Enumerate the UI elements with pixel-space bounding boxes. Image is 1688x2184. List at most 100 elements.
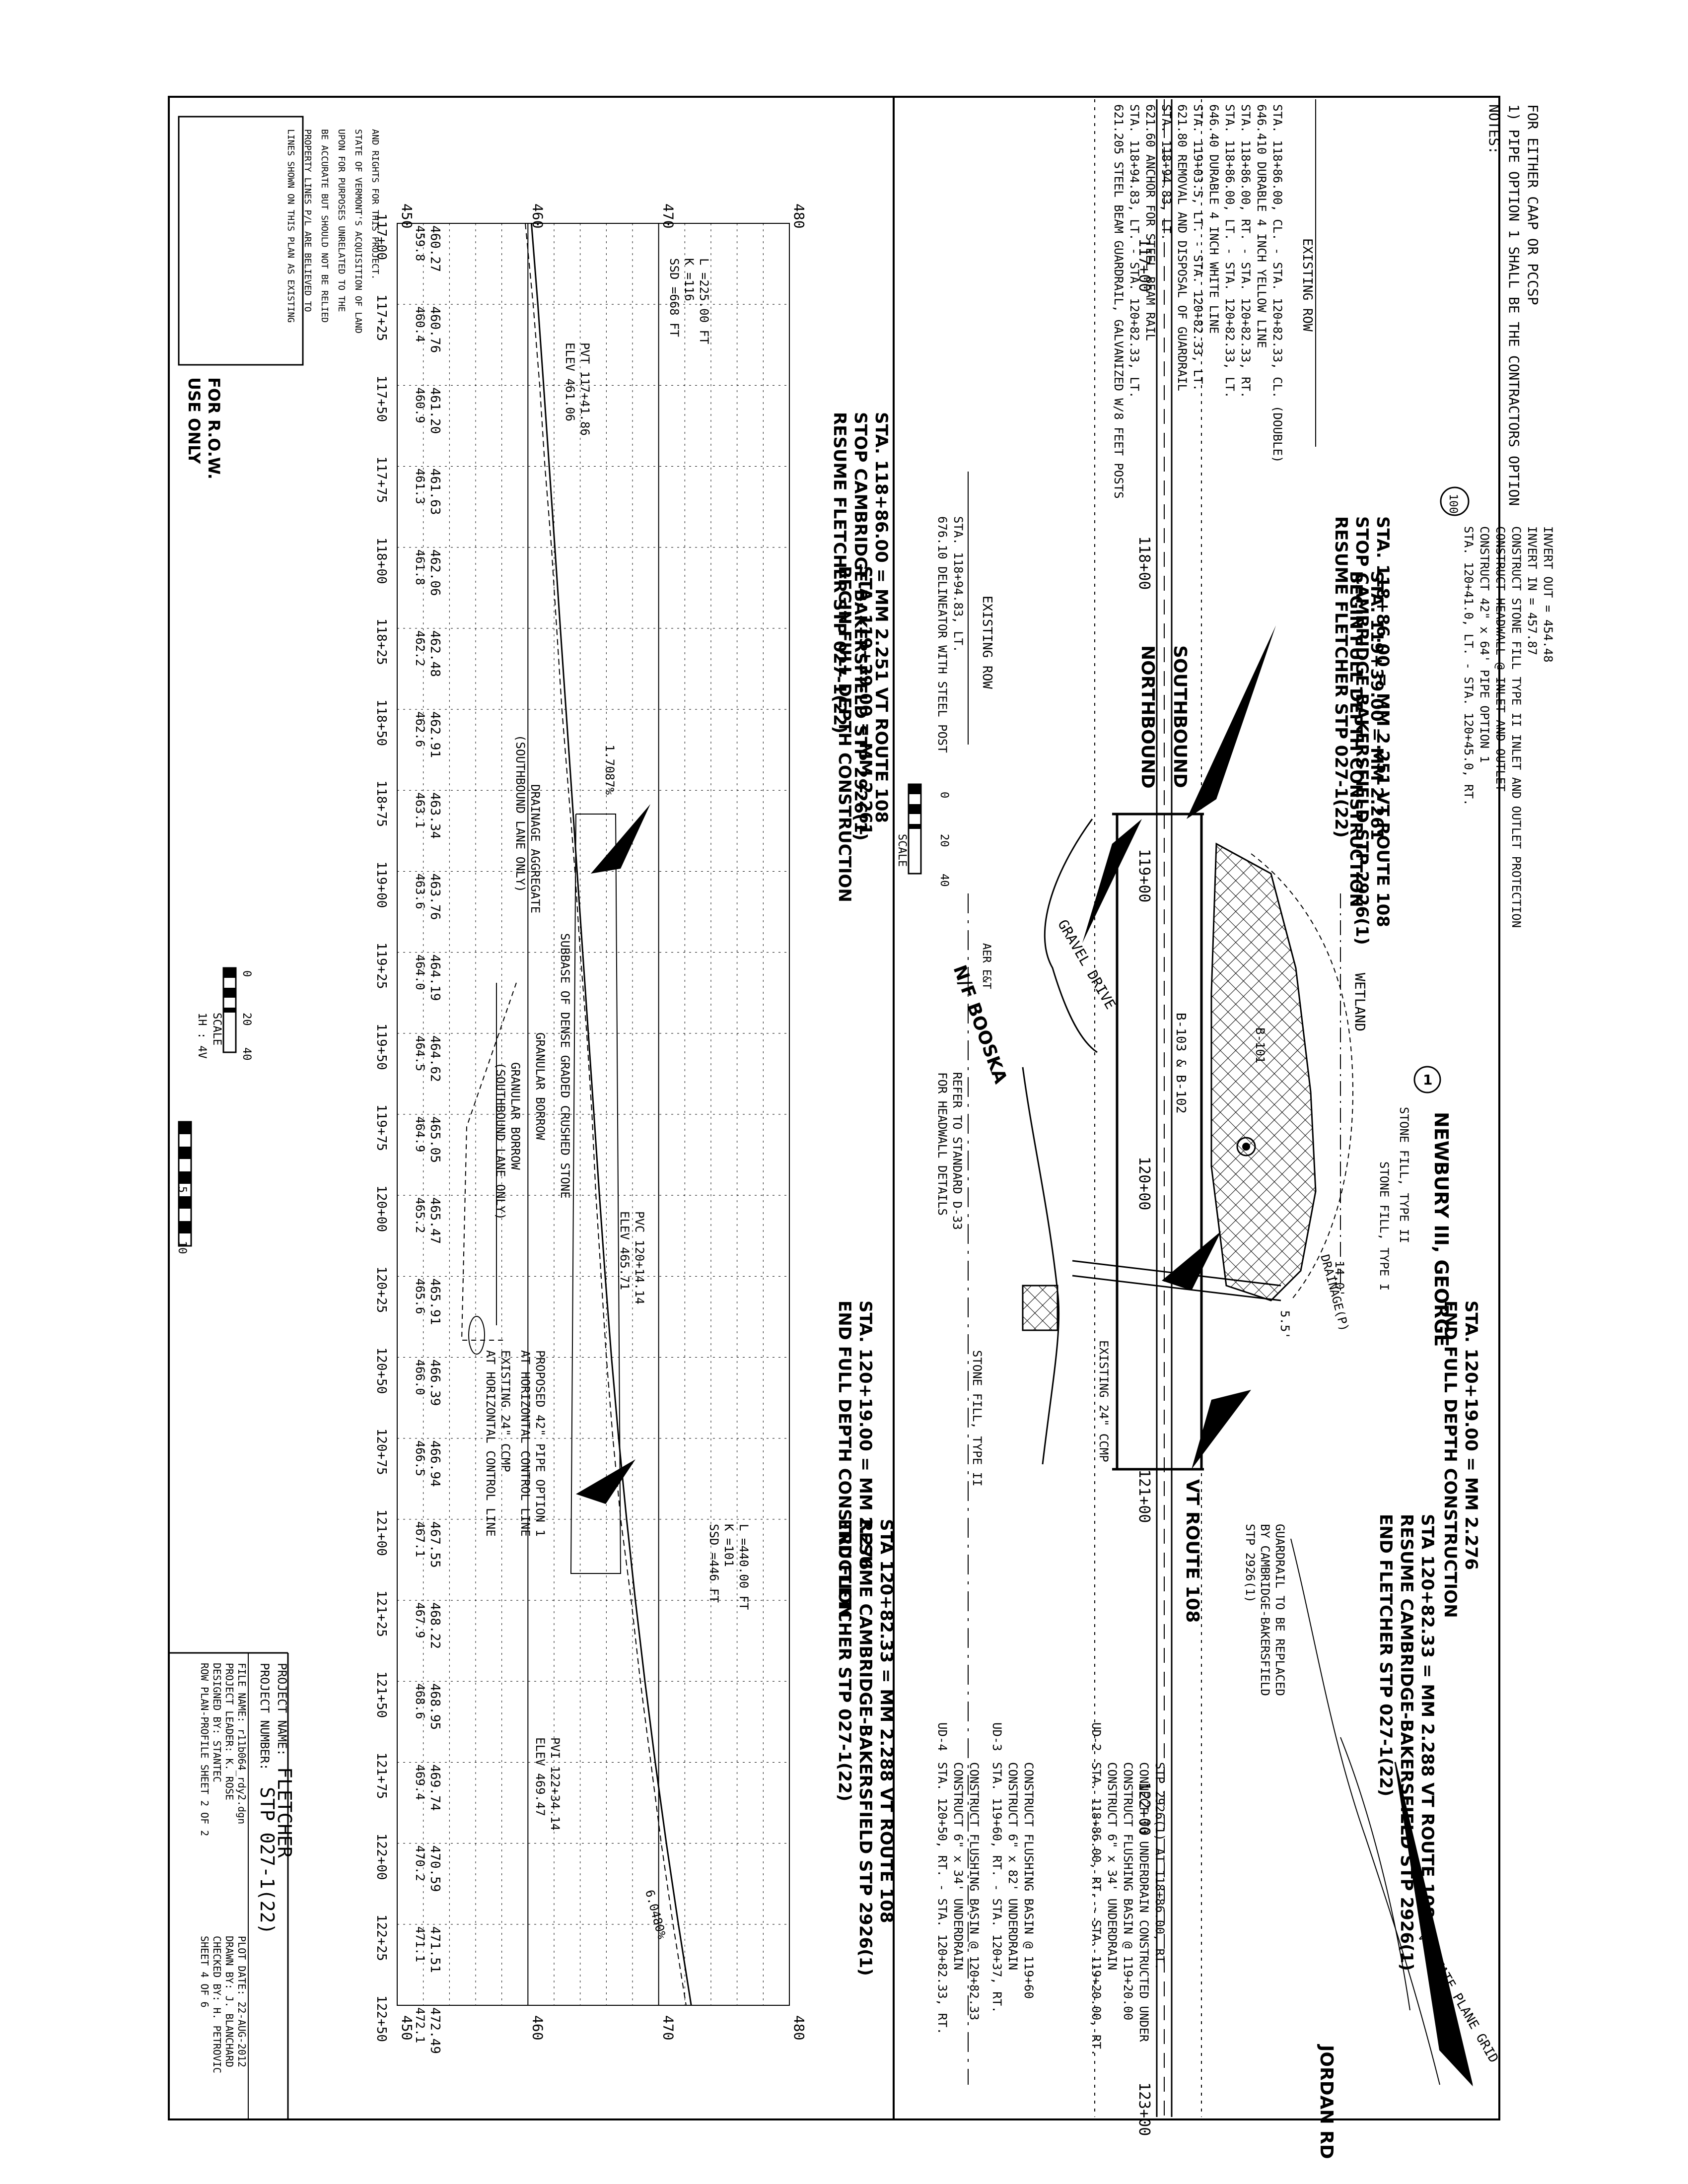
proposed-pipe-2: AT HORIZONTAL CONTROL LINE bbox=[518, 1350, 532, 1537]
ud2-line-3: CONNECT TO UNDERDRAIN CONSTRUCTED UNDER bbox=[1137, 1762, 1151, 2042]
begin-profile-2: STA. 119+39.00 = MM 2.261 bbox=[855, 566, 875, 835]
delineator-note: 676.10 DELINEATOR WITH STEEL POST STA. 1… bbox=[935, 516, 965, 753]
bridge-label: B-103 & B-102 bbox=[1173, 1013, 1188, 1114]
wetland-label: WETLAND bbox=[1352, 973, 1368, 1031]
resume-top-callout: RESUME FLETCHER STP 027-1(22) STOP CAMBR… bbox=[1331, 516, 1393, 945]
profile-station-label: 122+25 bbox=[374, 1914, 389, 1961]
existing-elevation-label: 464.9 bbox=[413, 1116, 427, 1152]
profile-axis-label: 470 bbox=[660, 2015, 677, 2041]
granular-1: GRANULAR BORROW bbox=[533, 1032, 547, 1140]
project-name-label: PROJECT NAME: bbox=[275, 1663, 289, 1756]
existing-elevation-label: 472.1 bbox=[413, 2007, 427, 2043]
pvt-2: ELEV 461.06 bbox=[563, 342, 577, 421]
pvc-2: ELEV 465.71 bbox=[618, 1211, 632, 1290]
drainage-agg-2: (SOUTHBOUND LANE ONLY) bbox=[513, 735, 527, 892]
existing-elevation-label: 467.9 bbox=[413, 1602, 427, 1638]
plan-scale-40: 40 bbox=[938, 874, 950, 887]
project-name: FLETCHER bbox=[274, 1767, 295, 1858]
title-block: PROJECT NAME: FLETCHER PROJECT NUMBER: S… bbox=[169, 1652, 295, 2119]
proposed-pipe-1: PROPOSED 42" PIPE OPTION 1 bbox=[533, 1350, 547, 1537]
plan-scale-label: SCALE bbox=[896, 834, 908, 867]
borehole-label: B-101 bbox=[1253, 1027, 1267, 1063]
pipe-note-2: CONSTRUCT 42" x 64' PIPE OPTION 1 bbox=[1477, 526, 1491, 763]
existing-elevation-label: 465.6 bbox=[413, 1278, 427, 1314]
dim-5: 5.5' bbox=[1278, 1310, 1292, 1339]
profile-station-label: 119+75 bbox=[374, 1104, 389, 1151]
end-full-arrow-icon bbox=[1162, 1231, 1221, 1291]
existing-elevation-label: 459.8 bbox=[413, 225, 427, 261]
plan-sta-118: 118+00 bbox=[1135, 536, 1153, 590]
profile-axis-label: 470 bbox=[660, 204, 677, 229]
existing-elevation-label: 463.1 bbox=[413, 792, 427, 828]
pipe-outlet-marker bbox=[1236, 1137, 1256, 1157]
file-name: FILE NAME: r11b064_rdy2.dgn bbox=[236, 1663, 248, 1824]
disclaimer-box bbox=[178, 116, 304, 366]
proposed-elevation-label: 460.76 bbox=[427, 306, 442, 353]
end-full-profile-2: STA. 120+19.00 = MM 2.276 bbox=[855, 1300, 875, 1570]
owner-number-badge bbox=[1413, 1066, 1441, 1093]
profile-station-label: 119+50 bbox=[374, 1024, 389, 1070]
proposed-elevation-label: 468.22 bbox=[427, 1602, 442, 1649]
dim-14: 14.0' bbox=[1333, 1261, 1346, 1297]
item-6: 646.40 DURABLE 4 INCH WHITE LINE bbox=[1207, 104, 1221, 334]
profile-end-arrow-icon bbox=[576, 1459, 635, 1504]
guardrail-note-1: GUARDRAIL TO BE REPLACED bbox=[1273, 1524, 1287, 1696]
items-list: 621.205 STEEL BEAM GUARDRAIL, GALVANIZED… bbox=[1112, 104, 1284, 499]
profile-station-label: 118+75 bbox=[374, 780, 389, 827]
profile-scale-ratio: 1H : 4V bbox=[196, 1013, 208, 1059]
resume-top-2: STOP CAMBRIDGE-BAKERSFIELD STP 2926(1) bbox=[1352, 516, 1372, 945]
end-full-plan-2: STA. 120+19.00 = MM 2.276 bbox=[1461, 1300, 1481, 1570]
checked-by: CHECKED BY: H. PETROVIC bbox=[211, 1936, 223, 2073]
end-fletcher-arrow-icon bbox=[1192, 1390, 1251, 1469]
existing-elevation-label: 462.6 bbox=[413, 711, 427, 747]
profile-station-label: 122+00 bbox=[374, 1834, 389, 1880]
guardrail-note-3: STP 2926(1) bbox=[1243, 1524, 1257, 1603]
refer-headwall-1: REFER TO STANDARD D-33 bbox=[950, 1072, 964, 1230]
northbound-label: NORTHBOUND bbox=[1137, 645, 1158, 789]
proposed-elevation-label: 472.49 bbox=[427, 2007, 442, 2054]
proposed-elevation-label: 461.63 bbox=[427, 469, 442, 515]
profile-view: 117+00117+25117+50117+75118+00118+25118+… bbox=[176, 213, 896, 2054]
resume-top-1: RESUME FLETCHER STP 027-1(22) bbox=[1331, 516, 1351, 838]
profile-scale-40: 40 bbox=[240, 1047, 253, 1061]
end-full-plan-1: END FULL DEPTH CONSTRUCTION bbox=[1440, 1300, 1460, 1618]
vert-scale-0: 0 bbox=[176, 1124, 188, 1131]
profile-axis-label: 480 bbox=[791, 2015, 807, 2041]
profile-station-label: 121+50 bbox=[374, 1671, 389, 1718]
proposed-elevation-label: 464.62 bbox=[427, 1035, 442, 1082]
profile-station-label: 122+50 bbox=[374, 1995, 389, 2042]
vertical-scale-bar bbox=[178, 1121, 192, 1247]
end-fletcher-profile-2: RESUME CAMBRIDGE-BAKERSFIELD STP 2926(1) bbox=[855, 1519, 875, 1976]
delineator-2: STA. 118+94.83, LT. bbox=[951, 516, 965, 653]
vc1-line-1: L =225.00 FT bbox=[697, 258, 711, 344]
note-1b: FOR EITHER CAAP OR PCCSP bbox=[1525, 104, 1541, 305]
begin-plan-1: BEGIN FULL DEPTH CONSTRUCTION bbox=[1346, 571, 1366, 907]
ud2-line-1: CONSTRUCT 6" x 34' UNDERDRAIN bbox=[1105, 1762, 1119, 1970]
profile-axis-label: 450 bbox=[399, 204, 415, 229]
disclaimer-5: AND RIGHTS FOR THIS PROJECT. bbox=[370, 129, 380, 279]
proposed-elevation-label: 462.06 bbox=[427, 549, 442, 596]
profile-station-label: 121+00 bbox=[374, 1509, 389, 1556]
existing-elevation-label: 469.4 bbox=[413, 1764, 427, 1800]
existing-elevation-label: 460.4 bbox=[413, 306, 427, 342]
profile-begin-arrow-icon bbox=[591, 804, 650, 874]
profile-station-label: 119+00 bbox=[374, 861, 389, 908]
proposed-pipe-2 bbox=[1072, 1275, 1281, 1301]
aer-label: AER E&T bbox=[980, 943, 992, 989]
pipe-note-4: CONSTRUCT STONE FILL TYPE II INLET AND O… bbox=[1509, 526, 1523, 928]
sheet-number: SHEET 4 OF 6 bbox=[199, 1936, 211, 2008]
profile-axis-label: 480 bbox=[791, 204, 807, 229]
wetland-boundary bbox=[1251, 853, 1353, 1301]
pipe-note-1: STA. 120+41.0, LT. - STA. 120+45.0, RT. bbox=[1462, 526, 1476, 806]
drainage-agg-1: DRAINAGE AGGREGATE bbox=[528, 784, 542, 913]
existing-comp-label: EXISTING 24" CCMP bbox=[1097, 1340, 1111, 1462]
southbound-label: SOUTHBOUND bbox=[1170, 645, 1190, 788]
existing-elevation-label: 465.2 bbox=[413, 1197, 427, 1233]
resume-profile-callout: RESUME FLETCHER STP 027-1(22) STOP CAMBR… bbox=[830, 412, 891, 841]
jordan-rd-edge-2 bbox=[1340, 1737, 1410, 2011]
ud3-line-2: CONSTRUCT FLUSHING BASIN @ 119+60 bbox=[1022, 1762, 1036, 1999]
stone-fill-area bbox=[1210, 842, 1317, 1301]
ud2-line-2: CONSTRUCT FLUSHING BASIN @ 119+20.00 bbox=[1121, 1762, 1135, 2020]
item-1: STA. 118+94.83, LT. - STA. 120+82.33, LT… bbox=[1127, 104, 1141, 398]
